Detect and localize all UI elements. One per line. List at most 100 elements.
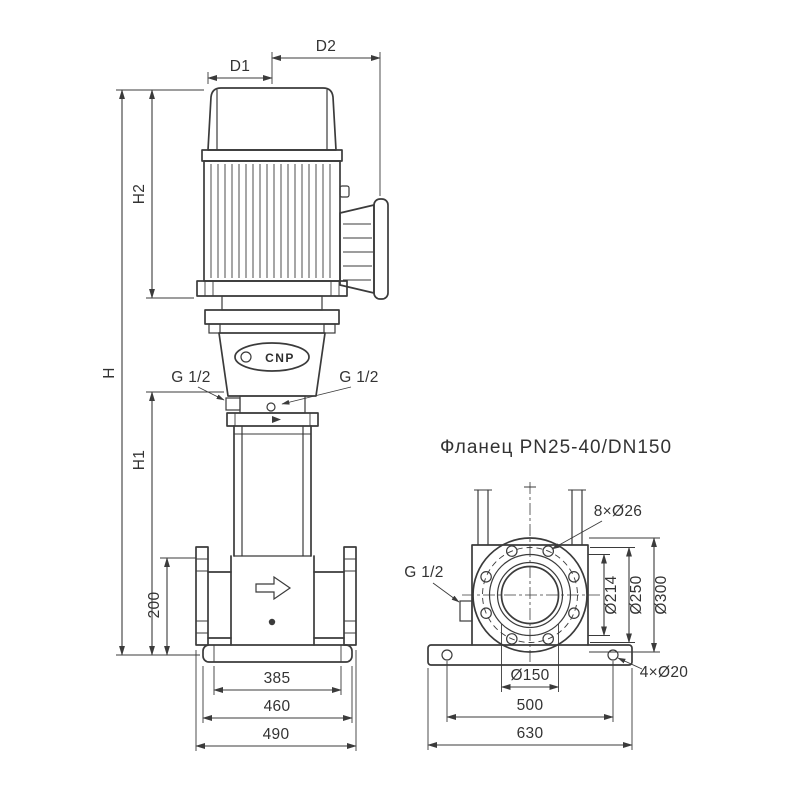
port-left-text: G 1/2 <box>171 369 210 386</box>
bolt-hole <box>480 607 492 619</box>
bolt-hole <box>568 570 580 583</box>
bolt-holes <box>480 545 580 645</box>
dim-385: 385 <box>213 666 342 695</box>
terminal-box-ribs <box>343 223 373 281</box>
port-label-left: G 1/2 <box>171 369 225 401</box>
bolt-hole-label: 8×Ø26 <box>551 503 642 550</box>
pump-side-view: CNP G 1/2 G 1/2 <box>101 38 389 751</box>
baseplate-bolt-slots <box>213 645 342 662</box>
column-plate-bolts <box>234 413 311 426</box>
dim-d150: Ø150 <box>500 624 560 692</box>
cnp-logo: CNP <box>234 342 310 372</box>
terminal-box-flange <box>373 198 389 300</box>
mount-bolt-left <box>208 323 221 334</box>
dim-500-text: 500 <box>517 697 544 714</box>
port-right-text: G 1/2 <box>339 369 378 386</box>
cnp-logo-text: CNP <box>265 351 295 365</box>
bolt-hole-leader <box>551 520 603 550</box>
dim-d2: D2 <box>271 38 381 196</box>
flange-centerlines <box>462 482 600 662</box>
flange-left-bolts <box>196 558 208 634</box>
motor-body <box>203 160 341 282</box>
mount-bolt-right <box>323 323 336 334</box>
dim-d250: Ø250 <box>590 546 645 644</box>
flange-port-label: G 1/2 <box>404 564 460 603</box>
fan-cover-outline <box>207 87 337 151</box>
pipe-walls <box>477 489 583 546</box>
bore-chamfer-circle <box>496 561 564 629</box>
mount-plate <box>204 309 340 325</box>
column-inner-walls <box>241 425 304 557</box>
dim-h2: H2 <box>116 89 204 299</box>
motor-flange-plate <box>196 280 348 297</box>
port-plug <box>266 402 276 412</box>
dim-d300-text: Ø300 <box>653 575 670 614</box>
flange-port-leader <box>432 582 460 603</box>
bolt-hole <box>505 545 518 557</box>
flow-arrow-icon <box>255 575 292 601</box>
port-label-right: G 1/2 <box>281 369 378 405</box>
flange-title: Фланец PN25-40/DN150 <box>440 437 672 458</box>
bolt-hole <box>480 570 492 583</box>
bolt-hole-text: 8×Ø26 <box>594 503 642 520</box>
pump-base <box>195 546 357 663</box>
fan-cover <box>207 87 337 151</box>
anchor-hole-leader <box>617 657 643 670</box>
drain-plug-dot <box>268 618 276 626</box>
dim-h1-text: H1 <box>131 450 148 470</box>
motor-cooling-fins <box>210 164 331 278</box>
flange-left <box>195 546 209 646</box>
dim-d300: Ø300 <box>589 537 670 653</box>
dim-385-text: 385 <box>264 670 291 687</box>
anchor-hole-label: 4×Ø20 <box>617 657 689 681</box>
bolt-hole <box>542 633 554 645</box>
dim-490: 490 <box>195 650 357 751</box>
dim-460-text: 460 <box>264 698 291 715</box>
lantern-neck <box>221 295 323 311</box>
dim-200-text: 200 <box>146 592 163 619</box>
dim-d150-witness <box>501 624 559 692</box>
bolt-hole <box>505 633 518 645</box>
terminal-box <box>339 198 389 300</box>
bolt-hole <box>542 545 554 557</box>
pipe-right <box>313 571 345 639</box>
motor-flange-bolts <box>204 281 340 296</box>
dim-490-text: 490 <box>263 726 290 743</box>
flange-front-view: Фланец PN25-40/DN150 <box>404 437 688 750</box>
dim-200: 200 <box>146 557 196 656</box>
flange-body <box>459 544 589 646</box>
port-right-leader <box>281 386 352 405</box>
flange-port-text: G 1/2 <box>404 564 443 581</box>
anchor-hole-text: 4×Ø20 <box>640 664 689 681</box>
dim-d214-text: Ø214 <box>603 575 620 614</box>
port-left-leader <box>197 386 225 401</box>
base-body-walls <box>230 555 315 646</box>
bolt-circle <box>482 547 578 643</box>
flange-circles <box>472 537 588 653</box>
motor-top-band <box>201 149 343 162</box>
rotation-arrow-icon <box>260 416 281 423</box>
baseplate <box>202 644 353 663</box>
cnp-gear-icon <box>240 351 252 363</box>
anchor-hole-left <box>441 649 453 661</box>
dim-500: 500 <box>446 661 614 722</box>
flange-right <box>343 546 357 646</box>
anchor-hole-right <box>607 649 619 661</box>
flange-body-outline <box>471 544 589 646</box>
flange-outer-circle <box>472 537 588 653</box>
lifting-lug <box>339 185 350 198</box>
dim-h: H <box>101 89 200 656</box>
dim-630-text: 630 <box>517 725 544 742</box>
flange-baseplate <box>427 644 633 666</box>
dim-630: 630 <box>427 668 633 750</box>
dim-490-witness <box>195 650 357 751</box>
dim-500-witness <box>446 661 614 722</box>
dim-h2-text: H2 <box>131 184 148 204</box>
dim-h2-witness <box>116 89 204 299</box>
dim-460: 460 <box>202 666 353 723</box>
dim-630-witness <box>427 668 633 750</box>
dim-d250-text: Ø250 <box>628 575 645 614</box>
pipe-left <box>207 571 232 639</box>
